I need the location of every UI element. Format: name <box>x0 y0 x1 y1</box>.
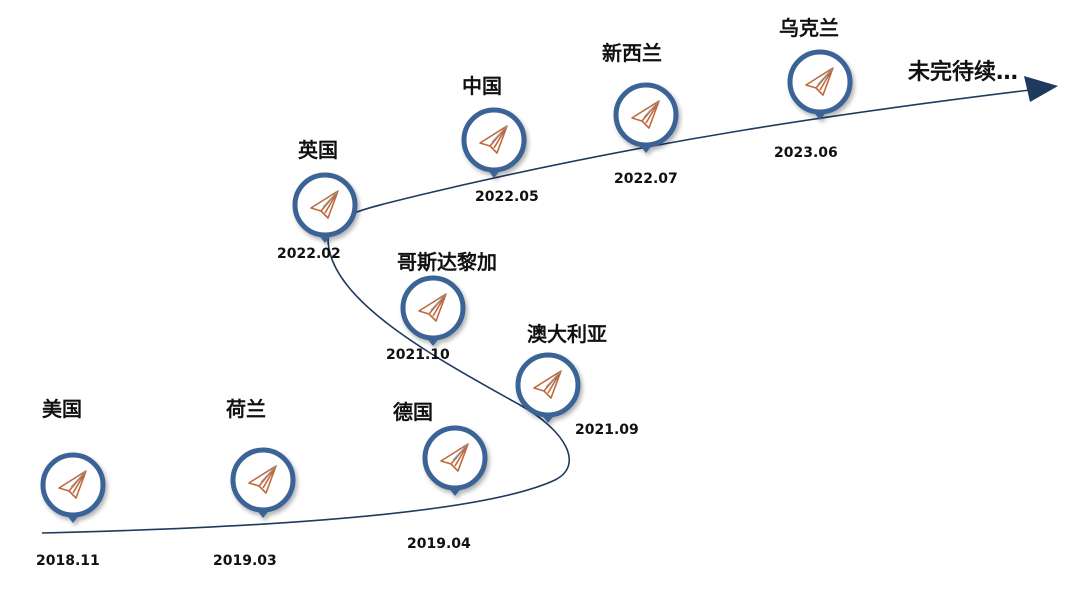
paper-plane-icon <box>631 100 660 129</box>
location-pin-3 <box>422 425 488 496</box>
date-label: 2022.07 <box>614 171 678 187</box>
country-label: 新西兰 <box>602 41 662 65</box>
timeline-path <box>41 89 1031 534</box>
paper-plane-icon <box>533 370 562 399</box>
paper-plane-icon <box>248 465 277 494</box>
country-label: 德国 <box>393 400 433 424</box>
country-label: 澳大利亚 <box>527 322 607 346</box>
country-label: 中国 <box>462 74 502 98</box>
date-label: 2021.10 <box>386 347 450 363</box>
location-pin-7 <box>461 107 527 178</box>
paper-plane-icon <box>418 293 447 322</box>
paper-plane-icon <box>58 470 87 499</box>
location-pin-4 <box>515 352 581 423</box>
country-label: 荷兰 <box>226 397 266 421</box>
date-label: 2019.03 <box>213 553 277 569</box>
country-label: 英国 <box>298 138 338 162</box>
paper-plane-icon <box>479 125 508 154</box>
location-pin-9 <box>787 49 853 120</box>
continuation-text: 未完待续… <box>908 60 1019 85</box>
arrow-head-icon <box>1024 76 1058 102</box>
date-label: 2021.09 <box>575 422 639 438</box>
date-label: 2023.06 <box>774 145 838 161</box>
location-pin-6 <box>292 172 358 243</box>
date-label: 2022.05 <box>475 189 539 205</box>
location-pin-2 <box>230 447 296 518</box>
country-label: 美国 <box>42 397 82 421</box>
country-label: 哥斯达黎加 <box>397 250 497 274</box>
date-label: 2022.02 <box>277 246 341 262</box>
location-pin-5 <box>400 275 466 346</box>
location-pin-1 <box>40 452 106 523</box>
paper-plane-icon <box>805 67 834 96</box>
date-label: 2019.04 <box>407 536 471 552</box>
date-label: 2018.11 <box>36 553 100 569</box>
paper-plane-icon <box>310 190 339 219</box>
country-label: 乌克兰 <box>779 16 839 40</box>
paper-plane-icon <box>440 443 469 472</box>
